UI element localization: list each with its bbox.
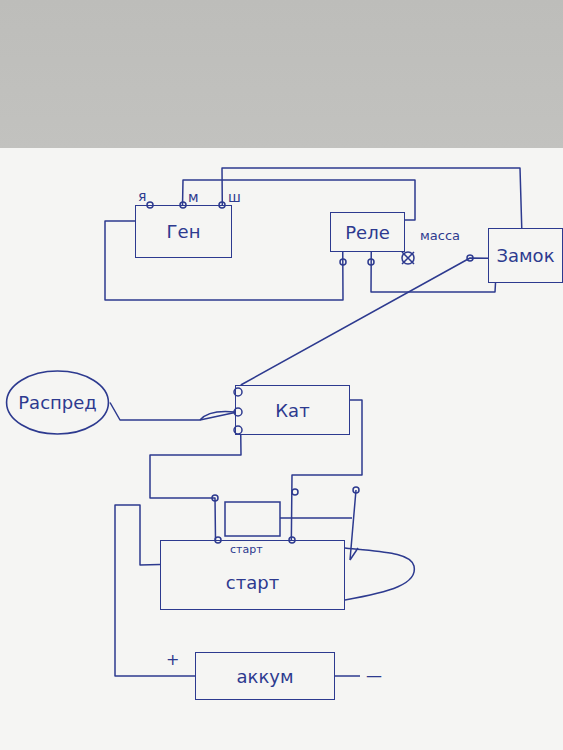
solenoid [225,502,280,536]
wire [222,168,522,228]
ignition-switch-box: Замок [488,228,563,283]
node-text: старт [224,572,281,593]
node-text: Замок [494,245,556,266]
battery-lead [335,675,360,677]
generator-box: Ген [135,205,232,258]
wire [110,403,235,421]
node-text: Кат [273,400,311,421]
relay-box: Реле [330,212,405,252]
terminal [402,252,414,264]
distributor-circle: Распред [5,370,110,435]
wire [115,505,195,676]
polarity-sign: — [366,668,382,684]
terminal [292,489,298,495]
terminal-name: я [138,189,146,203]
polarity-sign: + [166,652,179,668]
wire [241,258,488,385]
battery-box: аккум [195,652,335,700]
terminal-cross [402,252,414,264]
terminal-name: ш [228,190,241,204]
wire [150,435,241,540]
terminal-name: масса [420,229,460,242]
terminal-name: старт [230,544,263,555]
coil-box: Кат [235,385,350,435]
wire [105,221,343,300]
node-text: Ген [165,221,203,242]
terminal-name: м [188,190,199,204]
node-text: Реле [343,222,392,243]
wire [291,400,362,540]
node-text: Распред [16,392,99,413]
node-text: аккум [234,666,295,687]
paper-sheet [0,148,563,750]
wire [183,180,415,220]
fork-pivot [353,487,359,493]
starter-nose [345,548,414,600]
